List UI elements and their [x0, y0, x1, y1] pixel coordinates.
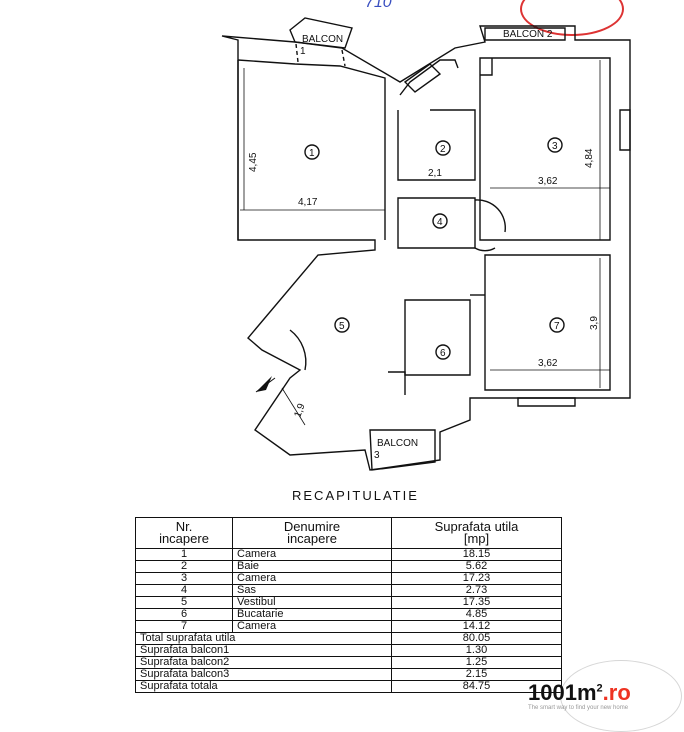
north-arrow-icon: [255, 376, 276, 393]
site-logo[interactable]: 1001m2.ro: [528, 680, 631, 705]
logo-tagline: The smart way to find your new home: [528, 705, 629, 711]
balcony-1-number: 1: [300, 46, 306, 57]
balcony-3-label: BALCON: [377, 438, 418, 449]
balcony-1-label: BALCON: [302, 34, 343, 45]
room-number: 1: [309, 148, 315, 159]
dimension-label: 4,84: [584, 148, 595, 168]
room-number: 7: [554, 321, 560, 332]
room-number: 2: [440, 144, 446, 155]
balcony-2-label: BALCON 2: [503, 29, 553, 40]
dimension-label: 2,1: [428, 168, 442, 179]
room-number: 3: [552, 141, 558, 152]
dimension-label: 1,9: [292, 402, 307, 419]
handwritten-number: 710: [365, 0, 392, 11]
balcony-3-number: 3: [374, 450, 380, 461]
room-number: 4: [437, 217, 443, 228]
room-number: 6: [440, 348, 446, 359]
room-number: 5: [339, 321, 345, 332]
dimension-label: 4,45: [248, 152, 259, 172]
dimension-label: 3,9: [589, 316, 600, 330]
header-nr: Nr.incapere: [135, 517, 233, 549]
dimension-label: 4,17: [298, 197, 318, 208]
recap-title: RECAPITULATIE: [292, 488, 419, 503]
dimension-label: 3,62: [538, 176, 558, 187]
floor-plan: BALCON 1 BALCON 2 BALCON 3 1 2 3 4 5 6 7…: [221, 17, 631, 471]
dimension-label: 3,62: [538, 358, 558, 369]
header-suprafata: Suprafata utila[mp]: [391, 517, 562, 549]
